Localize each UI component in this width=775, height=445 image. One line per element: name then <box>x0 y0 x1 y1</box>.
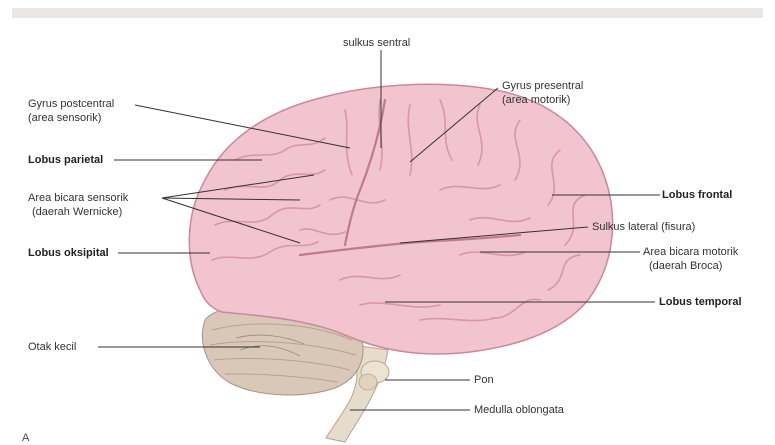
label-area-bicara-motorik: Area bicara motorik (daerah Broca) <box>643 245 738 273</box>
figure-letter: A <box>22 432 29 444</box>
label-lobus-frontal: Lobus frontal <box>662 188 732 202</box>
label-lobus-oksipital: Lobus oksipital <box>28 246 109 260</box>
label-lobus-parietal: Lobus parietal <box>28 153 103 167</box>
label-otak-kecil: Otak kecil <box>28 340 76 354</box>
label-lobus-temporal: Lobus temporal <box>659 295 742 309</box>
label-gyrus-postcentral: Gyrus postcentral (area sensorik) <box>28 97 114 125</box>
label-area-bicara-sensorik: Area bicara sensorik (daerah Wernicke) <box>28 191 128 219</box>
label-pon: Pon <box>474 373 494 387</box>
label-gyrus-presentral: Gyrus presentral (area motorik) <box>502 79 583 107</box>
cerebrum <box>189 84 612 354</box>
label-medulla-oblongata: Medulla oblongata <box>474 403 564 417</box>
label-sulkus-sentral: sulkus sentral <box>343 36 410 50</box>
label-sulkus-lateral: Sulkus lateral (fisura) <box>592 220 695 234</box>
